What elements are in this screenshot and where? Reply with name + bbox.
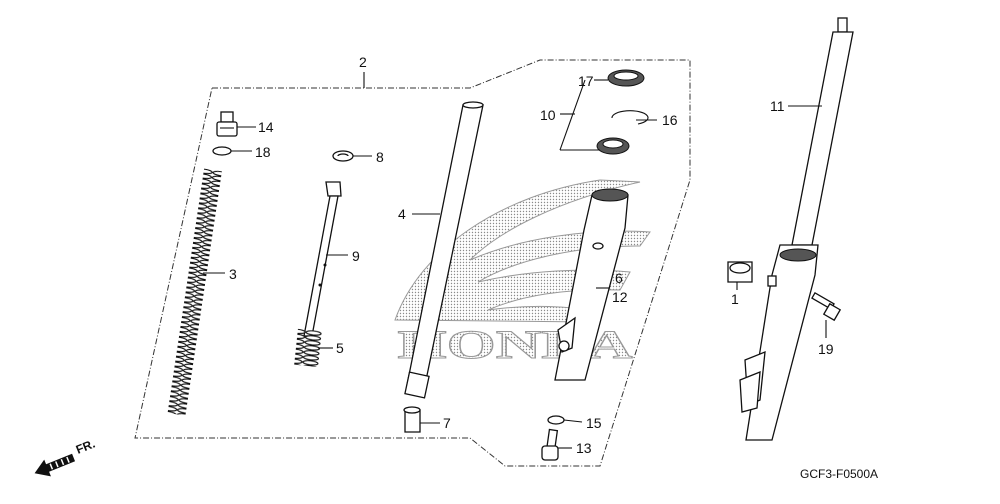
part-4-fork-pipe <box>404 101 484 399</box>
diagram-code: GCF3-F0500A <box>800 467 878 481</box>
callout-labels: 2 14 18 3 8 9 5 4 7 17 10 16 6 12 15 13 … <box>229 54 834 456</box>
callout-13: 13 <box>576 440 592 456</box>
leader-lines <box>203 72 827 449</box>
callout-4: 4 <box>398 206 406 222</box>
callout-19: 19 <box>818 341 834 357</box>
part-14-fork-bolt <box>216 111 238 137</box>
part-16-oil-seal-stopper-ring <box>611 110 649 125</box>
part-19-flange-bolt <box>811 292 842 322</box>
part-9-damper-rod <box>303 181 342 337</box>
part-13-socket-bolt <box>541 428 559 461</box>
callout-17: 17 <box>578 73 594 89</box>
direction-label: FR. <box>74 437 97 457</box>
front-direction-indicator: FR. <box>34 437 97 477</box>
part-1-hose-clamp <box>727 261 753 283</box>
part-18-o-ring <box>212 146 232 156</box>
part-17-dust-seal <box>607 69 645 87</box>
part-oil-seal <box>596 137 630 155</box>
callout-1: 1 <box>731 291 739 307</box>
callout-14: 14 <box>258 119 274 135</box>
callout-18: 18 <box>255 144 271 160</box>
callout-12: 12 <box>612 289 628 305</box>
part-3-fork-spring <box>167 168 222 416</box>
assembly-outline <box>134 59 691 467</box>
callout-15: 15 <box>586 415 602 431</box>
callout-11: 11 <box>770 98 785 114</box>
part-8-piston-ring <box>332 150 354 162</box>
arrow-left-icon <box>34 453 76 477</box>
part-11-front-fork-assembly <box>739 17 854 441</box>
part-15-sealing-washer <box>547 415 565 425</box>
callout-7: 7 <box>443 415 451 431</box>
callout-9: 9 <box>352 248 360 264</box>
callout-16: 16 <box>662 112 678 128</box>
part-7-oil-lock-piece <box>403 406 421 433</box>
callout-8: 8 <box>376 149 384 165</box>
part-6-12-fork-slider <box>554 188 629 381</box>
callout-2: 2 <box>359 54 367 70</box>
part-5-rebound-spring <box>294 328 322 368</box>
callout-10: 10 <box>540 107 556 123</box>
callout-6: 6 <box>615 270 623 286</box>
callout-3: 3 <box>229 266 237 282</box>
callout-5: 5 <box>336 340 344 356</box>
